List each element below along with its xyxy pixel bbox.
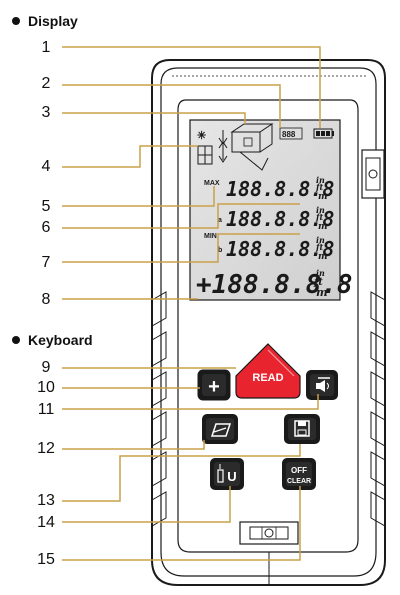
line-a-prefix: a <box>218 217 222 224</box>
callout-1: 1 <box>41 39 51 56</box>
counter-display: 888 <box>279 127 303 140</box>
off-key-label: OFF <box>291 466 307 475</box>
bullet-icon <box>12 336 20 344</box>
leader-3 <box>62 112 246 124</box>
keyboard-heading: Keyboard <box>28 332 93 348</box>
callout-9: 9 <box>41 359 51 376</box>
area-volume-icon <box>197 145 213 165</box>
line-main-digits: +188.8.8.8 <box>196 270 353 300</box>
callout-5: 5 <box>41 198 51 215</box>
leader-5 <box>62 186 215 207</box>
bullet-icon <box>12 17 20 25</box>
min-label: MIN <box>204 233 217 240</box>
read-key-label: READ <box>252 372 283 384</box>
callout-6: 6 <box>41 219 51 236</box>
line-b-prefix: b <box>218 247 222 254</box>
leader-2 <box>62 84 281 128</box>
speaker-icon <box>316 383 320 389</box>
line-b-unit-ft: ft <box>315 242 323 252</box>
leader-1 <box>62 46 321 128</box>
save-key[interactable] <box>284 414 320 444</box>
lcd-screen <box>189 119 341 301</box>
callout-14: 14 <box>37 514 55 531</box>
plus-key-label: + <box>208 376 220 398</box>
callout-13: 13 <box>37 492 55 509</box>
leader-15 <box>62 486 301 561</box>
callout-4: 4 <box>41 158 51 175</box>
leader-11 <box>62 394 319 410</box>
callout-leader-lines <box>62 46 321 561</box>
line-max-unit-m: m <box>318 192 328 202</box>
callout-8: 8 <box>41 291 51 308</box>
reference-arrows-icon <box>218 130 228 163</box>
callout-11: 11 <box>37 401 55 418</box>
line-main-unit-small: in <box>316 268 325 278</box>
callout-12: 12 <box>37 440 55 457</box>
callout-3: 3 <box>41 104 51 121</box>
clear-key-label: CLEAR <box>287 478 311 485</box>
battery-icon <box>313 128 334 139</box>
reference-icon <box>217 469 224 483</box>
callout-10: 10 <box>37 379 55 396</box>
line-a-unit-small: in <box>316 205 325 215</box>
counter-text: 888 <box>282 130 296 139</box>
side-bubble-level <box>361 149 385 199</box>
leader-6 <box>62 203 300 229</box>
display-heading: Display <box>28 13 78 29</box>
callout-7: 7 <box>41 254 51 271</box>
line-b-unit-small: in <box>316 235 325 245</box>
measurement-mode-key[interactable] <box>202 414 238 444</box>
max-label: MAX <box>204 180 220 187</box>
unit-key-label: U <box>227 469 236 484</box>
leader-12 <box>62 440 205 450</box>
leader-14 <box>62 486 231 523</box>
display-section-title: Display <box>12 13 78 29</box>
reference-unit-key[interactable]: U <box>210 458 244 490</box>
leader-13 <box>62 444 301 502</box>
leader-4 <box>62 145 198 168</box>
leader-7 <box>62 233 300 263</box>
minus-sound-key[interactable] <box>306 370 338 400</box>
plus-key[interactable]: + <box>197 369 231 401</box>
line-b-digits: 188.8.8.8 <box>226 237 334 261</box>
bottom-bubble-level <box>239 521 299 585</box>
read-key[interactable]: READ <box>235 343 301 399</box>
callout-2: 2 <box>41 75 51 92</box>
callout-15: 15 <box>37 551 55 568</box>
line-max-unit-ft: ft <box>315 182 323 192</box>
line-a-unit-m: m <box>318 222 328 232</box>
keyboard-section-title: Keyboard <box>12 332 93 348</box>
line-max-unit-small: in <box>316 175 325 185</box>
area-mode-icon <box>210 423 232 437</box>
line-a-digits: 188.8.8.8 <box>226 207 334 231</box>
laser-icon: ✳ <box>197 130 206 142</box>
line-a-unit-ft: ft <box>315 212 323 222</box>
line-main-unit-ft: ft <box>313 277 323 288</box>
line-max-digits: 188.8.8.8 <box>226 177 334 201</box>
measurement-mode-icon <box>230 123 274 171</box>
line-b-unit-m: m <box>318 252 328 262</box>
line-main-unit-m: m <box>316 286 328 299</box>
off-clear-key[interactable]: OFF CLEAR <box>282 458 316 490</box>
svg-text:✳: ✳ <box>197 130 206 142</box>
